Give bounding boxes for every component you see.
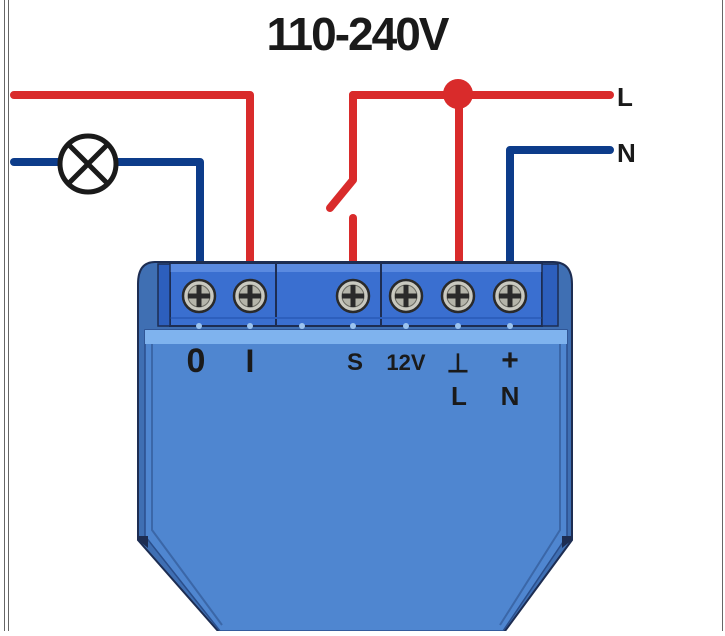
terminal-screw-l	[440, 278, 476, 314]
terminal-hole-dot	[196, 323, 202, 329]
terminal-hole-dot	[350, 323, 356, 329]
terminal-side-tab-left	[157, 263, 171, 327]
neutral-wire-to-0	[114, 158, 204, 266]
terminal-label-i: I	[246, 343, 255, 379]
line-label-live: L	[617, 82, 633, 112]
junction-dot	[443, 79, 473, 109]
ground-icon: ⊥	[447, 348, 470, 378]
line-label-neutral: N	[617, 138, 636, 168]
terminal-screw-n	[492, 278, 528, 314]
relay-device	[137, 261, 573, 632]
terminal-label-l: L	[451, 381, 467, 411]
terminal-block-top	[170, 264, 542, 272]
lamp-icon	[57, 133, 119, 195]
terminal-screw-s	[335, 278, 371, 314]
terminal-hole-dot	[455, 323, 461, 329]
terminal-hole-dot	[403, 323, 409, 329]
switch-icon	[326, 91, 357, 212]
device-corner-left	[138, 536, 148, 548]
plus-icon: +	[501, 344, 519, 377]
device-corner-right	[562, 536, 572, 548]
live-wire-to-i	[10, 91, 254, 266]
diagram-title: 110-240V	[267, 8, 450, 60]
terminal-label-n: N	[501, 381, 520, 411]
terminal-side-tab-right	[541, 263, 559, 327]
terminal-hole-dot	[507, 323, 513, 329]
neutral-wire-to-n	[506, 146, 614, 266]
terminal-hole-dot	[299, 323, 305, 329]
terminal-label-12v: 12V	[386, 350, 425, 375]
terminal-label-s: S	[347, 349, 363, 376]
terminal-screw-0	[181, 278, 217, 314]
device-inner-edge-right	[499, 344, 561, 626]
terminal-screw-i	[232, 278, 268, 314]
device-inner-edge-left	[151, 344, 223, 626]
terminal-label-0: 0	[187, 342, 206, 380]
terminal-screw-12v	[388, 278, 424, 314]
terminal-hole-dot	[247, 323, 253, 329]
device-highlight-strip	[145, 330, 567, 344]
